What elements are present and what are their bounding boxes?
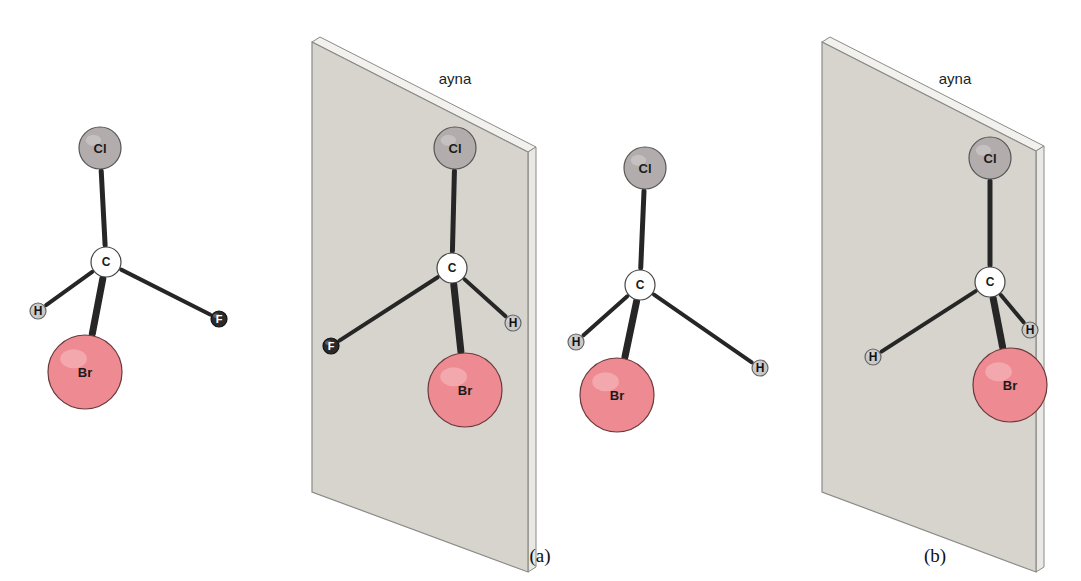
bond xyxy=(625,302,637,357)
mirror-side-edge xyxy=(528,147,536,572)
atom-ball: H xyxy=(567,333,585,351)
atom-symbol: Br xyxy=(972,347,1048,423)
atom-symbol: H xyxy=(504,314,522,332)
atom-symbol: C xyxy=(90,246,122,278)
mirror-a xyxy=(312,37,536,572)
bond xyxy=(583,296,627,335)
atom-outline xyxy=(323,338,339,354)
mirror: aynaClC H F Br xyxy=(312,40,538,574)
atom-outline xyxy=(625,270,655,300)
mirror-title: ayna xyxy=(439,70,472,87)
bond xyxy=(881,291,975,351)
atom-outline xyxy=(975,267,1005,297)
atom-ball: H xyxy=(29,302,47,320)
atom-ball: C xyxy=(90,246,122,278)
atom-symbol: Cl xyxy=(433,126,477,170)
atom-symbol: F xyxy=(322,337,340,355)
atom-outline xyxy=(865,349,881,365)
atom-ball: H xyxy=(504,314,522,332)
atom-symbol: Br xyxy=(427,352,503,428)
atom-ball: C xyxy=(624,269,656,301)
atom-ball: Br xyxy=(972,347,1048,423)
bond xyxy=(465,279,506,316)
atom-ball: H xyxy=(751,359,769,377)
atom-outline xyxy=(211,311,227,327)
atom-ball: F xyxy=(210,310,228,328)
atom-symbol: H xyxy=(29,302,47,320)
atom-symbol: H xyxy=(751,359,769,377)
bond xyxy=(654,295,752,363)
mirror-b xyxy=(822,37,1044,572)
mirror-panel xyxy=(312,42,528,572)
bond xyxy=(988,181,993,265)
atom-ball: C xyxy=(974,266,1006,298)
atom-ball: Br xyxy=(47,334,123,410)
atom-outline xyxy=(568,334,584,350)
atom-ball: Cl xyxy=(623,146,667,190)
bond xyxy=(101,171,105,245)
atom-ball: H xyxy=(1021,321,1039,339)
atom-ball: Br xyxy=(427,352,503,428)
atom-symbol: C xyxy=(974,266,1006,298)
atom-outline xyxy=(30,303,46,319)
bond xyxy=(1001,295,1024,322)
atom-symbol: C xyxy=(436,252,468,284)
atom-symbol: C xyxy=(624,269,656,301)
atom-outline xyxy=(434,127,476,169)
atom-outline xyxy=(48,335,122,409)
atom-ball: Cl xyxy=(968,136,1012,180)
atom-outline xyxy=(437,253,467,283)
atom-outline xyxy=(505,315,521,331)
atom-ball: F xyxy=(322,337,340,355)
atom-symbol: H xyxy=(1021,321,1039,339)
atom-ball: H xyxy=(864,348,882,366)
bond xyxy=(641,191,644,268)
bond xyxy=(339,277,437,340)
bond xyxy=(92,279,102,334)
atom-symbol: H xyxy=(567,333,585,351)
figure-label: (a) xyxy=(529,545,550,567)
atom-symbol: Br xyxy=(579,357,655,433)
mirror: aynaClC H H Br xyxy=(822,40,1046,574)
atom-symbol: Cl xyxy=(968,136,1012,180)
mirror-title: ayna xyxy=(939,70,972,87)
atom-outline xyxy=(973,348,1047,422)
atom-ball: Br xyxy=(579,357,655,433)
atom-ball: C xyxy=(436,252,468,284)
atom-outline xyxy=(624,147,666,189)
atom-ball: Cl xyxy=(78,126,122,170)
mirror-side-edge xyxy=(1036,146,1044,572)
atom-outline xyxy=(969,137,1011,179)
atom-outline xyxy=(428,353,502,427)
bond xyxy=(46,272,92,305)
atom-symbol: Cl xyxy=(623,146,667,190)
figure-label: (b) xyxy=(924,545,946,567)
bond xyxy=(454,285,461,351)
atom-outline xyxy=(91,247,121,277)
atom-symbol: H xyxy=(864,348,882,366)
atom-ball: Cl xyxy=(433,126,477,170)
atom-symbol: Br xyxy=(47,334,123,410)
bond xyxy=(452,171,454,251)
bond xyxy=(121,270,210,315)
atom-symbol: F xyxy=(210,310,228,328)
bond xyxy=(993,299,1002,347)
atom-outline xyxy=(580,358,654,432)
atom-symbol: Cl xyxy=(78,126,122,170)
mirror-panel xyxy=(822,42,1036,572)
atom-outline xyxy=(79,127,121,169)
atom-outline xyxy=(752,360,768,376)
atom-outline xyxy=(1022,322,1038,338)
